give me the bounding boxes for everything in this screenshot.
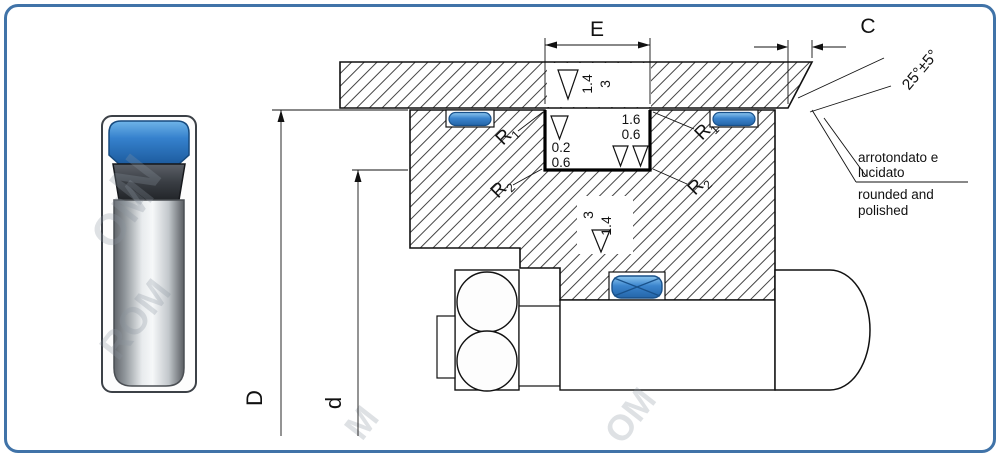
arrow-e-left — [545, 41, 557, 49]
roughness-bore-value-1: 1.4 — [579, 74, 595, 94]
dim-D-label: D — [242, 390, 267, 406]
dim-d-label: d — [321, 397, 346, 409]
roughness-bore-value-2: 3 — [597, 80, 613, 88]
roughness-symbols — [550, 69, 649, 254]
seal-body-metal — [113, 199, 185, 387]
roughness-triangle-groove-left — [550, 115, 569, 141]
dimension-arrows — [277, 41, 823, 182]
edge-note-leader-2 — [823, 117, 867, 177]
dim-e-label: E — [590, 18, 604, 41]
leader-r1-right — [652, 111, 695, 130]
arrow-e-right — [638, 41, 650, 49]
rod-under-piston — [559, 299, 776, 391]
guide-ring-right — [712, 111, 756, 127]
rod-end — [774, 269, 871, 391]
arrow-c-right — [812, 43, 823, 51]
guide-ring-left — [448, 111, 492, 127]
arrow-D — [277, 110, 285, 122]
arrow-c-left — [777, 43, 788, 51]
angle-leader-2 — [809, 85, 892, 113]
lock-nut-detent-bottom — [456, 330, 518, 392]
chamfer-angle-label: 25°±5° — [899, 47, 942, 94]
leader-r1-left — [517, 111, 544, 132]
roughness-groove-bottom-value-1: 3 — [580, 211, 596, 219]
dimension-lines — [272, 38, 968, 436]
roughness-triangle-groove-bottom — [591, 229, 611, 254]
edge-note-leader-1 — [811, 109, 857, 183]
washer — [436, 315, 456, 379]
angle-leader-1 — [797, 57, 885, 99]
edge-note-italian-line1: arrotondato e — [858, 150, 938, 165]
roughness-triangle-groove-right-1 — [612, 145, 629, 168]
dim-c-label: C — [860, 15, 875, 38]
edge-note-english-line1: rounded and — [858, 187, 934, 202]
roughness-groove-left-value-2: 0.6 — [552, 155, 571, 170]
roughness-groove-bottom-value-2: 1.4 — [598, 216, 614, 236]
spacer — [518, 305, 561, 387]
edge-note-english-line2: polished — [858, 203, 908, 218]
seal-groove-contour — [543, 110, 652, 172]
arrow-d — [354, 170, 362, 182]
seal-photo — [101, 115, 197, 393]
lock-nut-detent-top — [456, 271, 518, 333]
roughness-triangle-groove-right-2 — [632, 145, 649, 168]
roughness-groove-right-value-2: 0.6 — [622, 127, 641, 142]
roughness-groove-left-value-1: 0.2 — [552, 140, 571, 155]
groove-bottom-callout-clearing — [577, 196, 633, 254]
leader-r2-right — [652, 168, 688, 185]
edge-note-italian-line2: lucidato — [858, 165, 905, 180]
static-seal-x-mark — [613, 277, 661, 297]
roughness-groove-right-value-1: 1.6 — [622, 112, 641, 127]
leader-r2-left — [512, 168, 543, 186]
roughness-triangle-bore — [557, 69, 579, 101]
seal-cap-blue — [108, 120, 190, 165]
